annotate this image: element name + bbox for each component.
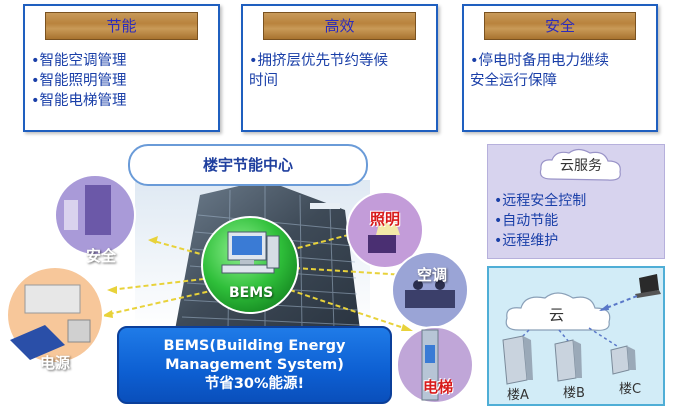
door-shape [85,185,111,235]
list-item: •远程维护 [494,233,559,249]
list-item: 时间 [249,73,278,89]
bems-banner: BEMS(Building Energy Management System) … [117,326,392,404]
cloud-service-list: •远程安全控制 •自动节能 •远程维护 [494,191,586,251]
network-diagram [502,274,661,385]
network-cloud-icon [505,292,611,331]
banner-line: 节省30%能源! [204,375,305,392]
security-panel [64,200,78,230]
elevator-car [425,345,435,363]
list-item: •智能电梯管理 [31,93,127,109]
building-c-icon [610,345,636,375]
cloud-service-title: 云服务 [560,158,602,174]
network-box: 云 楼A 楼B 楼C [487,266,665,406]
feature-box-efficiency: 高效 •拥挤层优先节约等候 时间 [241,4,438,132]
security-label: 安全 [86,247,117,265]
meeting-table [405,290,455,308]
list-item: 安全运行保障 [470,73,557,89]
list-item: •智能照明管理 [31,73,127,89]
list-item: •拥挤层优先节约等候 [249,53,389,69]
building-b-icon [554,339,582,382]
feature-title: 高效 [263,12,416,40]
air-conditioning-label: 空调 [417,266,448,284]
feature-box-energy-saving: 节能 •智能空调管理 •智能照明管理 •智能电梯管理 [23,4,220,132]
cloud-service-box: 云服务 •远程安全控制 •自动节能 •远程维护 [487,144,665,259]
power-cabinet [24,284,81,314]
building-a-icon [502,335,533,385]
feature-title: 节能 [45,12,198,40]
link-lines [518,327,618,347]
lighting-label: 照明 [370,210,401,228]
building-label: 楼B [563,386,585,401]
list-item: •远程安全控制 [494,193,587,209]
power-label: 电源 [40,354,71,372]
banner-line: BEMS(Building Energy [163,337,346,354]
feature-box-safety: 安全 •停电时备用电力继续 安全运行保障 [462,4,658,132]
computer-icon [221,231,280,274]
network-cloud-label: 云 [549,306,565,324]
building-label: 楼A [507,388,529,403]
center-illustration [6,174,474,404]
list-item: •停电时备用电力继续 [470,53,610,69]
laptop-icon [635,274,661,298]
feature-list: •智能空调管理 •智能照明管理 •智能电梯管理 [31,51,212,111]
list-item: •智能空调管理 [31,53,127,69]
banner-line: Management System) [165,356,344,373]
building-sign [310,203,340,209]
feature-title: 安全 [484,12,636,40]
generator-shape [67,319,91,343]
elevator-label: 电梯 [423,378,454,396]
lamp-desk [368,235,396,253]
bems-label: BEMS [229,285,274,301]
lamp-shade [376,220,400,235]
center-title: 楼宇节能中心 [128,144,368,186]
feature-list: •拥挤层优先节约等候 时间 [249,51,430,91]
building-label: 楼C [619,382,642,397]
solar-panel [10,325,65,360]
cloud-icon [539,148,621,181]
feature-list: •停电时备用电力继续 安全运行保障 [470,51,650,91]
list-item: •自动节能 [494,213,559,229]
